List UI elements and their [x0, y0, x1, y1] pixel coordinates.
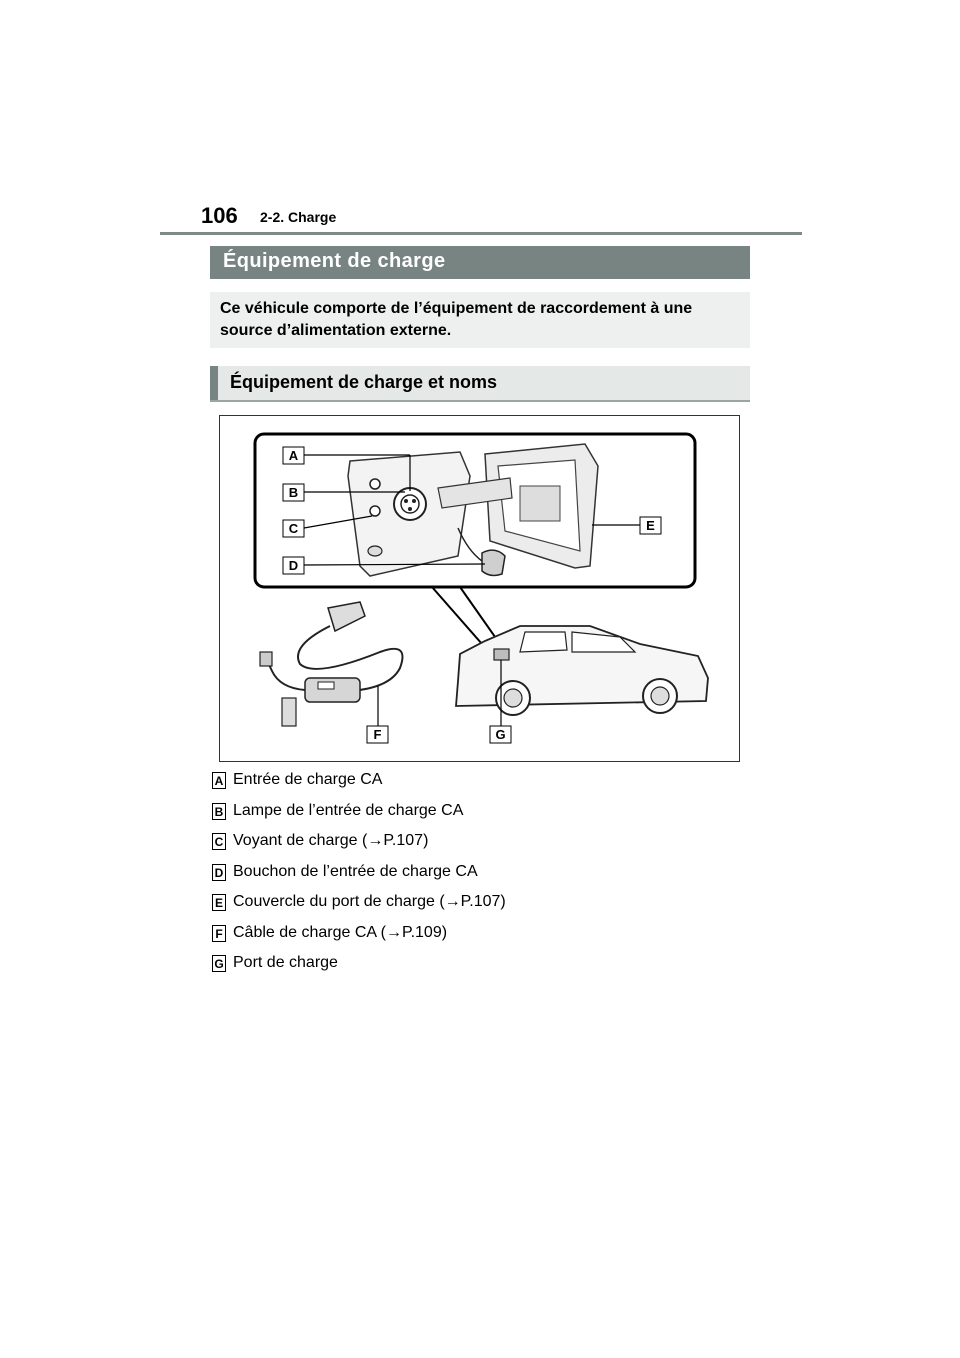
- page-title: Équipement de charge: [223, 250, 446, 273]
- legend-letter: B: [212, 803, 226, 820]
- svg-text:F: F: [374, 727, 382, 742]
- legend-letter: C: [212, 833, 226, 850]
- subtitle-rule: [210, 400, 750, 402]
- callout-e: E: [592, 517, 661, 534]
- ac-charging-cable-drawing: [260, 602, 403, 726]
- inlet-lamp-drawing: [370, 479, 380, 489]
- page-number: 106: [201, 203, 238, 229]
- legend-letter: E: [212, 894, 226, 911]
- charge-indicator-drawing: [370, 506, 380, 516]
- intro-box: Ce véhicule comporte de l’équipement de …: [210, 292, 750, 348]
- svg-text:G: G: [495, 727, 505, 742]
- legend-text: Voyant de charge (→P.107): [233, 832, 428, 850]
- legend-letter: A: [212, 772, 226, 789]
- legend-text: Lampe de l’entrée de charge CA: [233, 802, 463, 820]
- svg-text:E: E: [646, 518, 655, 533]
- legend-text: Entrée de charge CA: [233, 771, 382, 789]
- legend-text: Câble de charge CA (→P.109): [233, 924, 447, 942]
- svg-text:A: A: [289, 448, 299, 463]
- subtitle: Équipement de charge et noms: [230, 372, 497, 393]
- svg-text:C: C: [289, 521, 299, 536]
- charging-equipment-figure: A B C D E: [219, 415, 740, 762]
- svg-text:D: D: [289, 558, 298, 573]
- legend-letter: D: [212, 864, 226, 881]
- section-title: 2-2. Charge: [260, 209, 336, 225]
- legend-text: Bouchon de l’entrée de charge CA: [233, 863, 478, 881]
- ac-inlet-drawing: [394, 488, 426, 520]
- vehicle-drawing: [456, 626, 708, 715]
- figure-illustration: A B C D E: [220, 416, 739, 761]
- legend-text: Couvercle du port de charge (→P.107): [233, 893, 506, 911]
- title-bar: Équipement de charge: [210, 246, 750, 279]
- legend-letter: G: [212, 955, 226, 972]
- svg-text:B: B: [289, 485, 298, 500]
- header-rule: [160, 232, 802, 235]
- callout-f: F: [367, 686, 388, 743]
- inlet-cap-drawing: [482, 550, 505, 575]
- legend-letter: F: [212, 925, 226, 942]
- subtitle-bar: Équipement de charge et noms: [210, 366, 750, 401]
- legend-text: Port de charge: [233, 954, 338, 972]
- charge-port-drawing: [494, 649, 509, 660]
- intro-text: Ce véhicule comporte de l’équipement de …: [220, 298, 730, 342]
